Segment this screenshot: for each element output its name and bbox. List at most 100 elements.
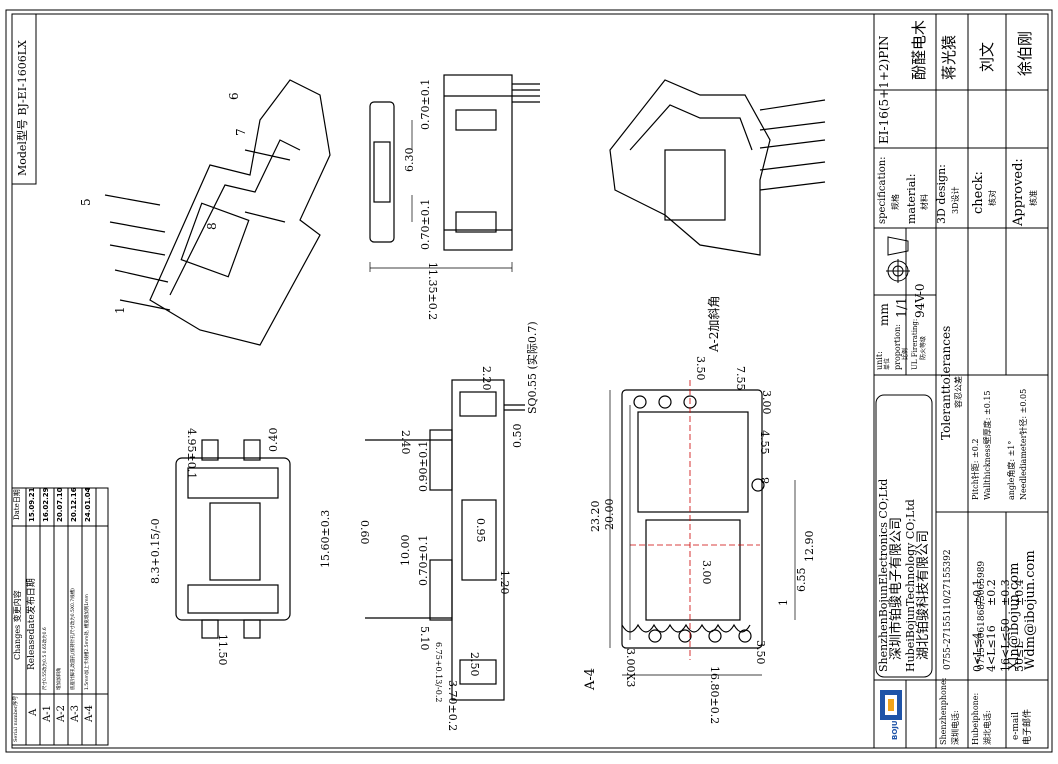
company-name-en: HubeiBojunTechnology CO;Ltd — [904, 499, 917, 672]
dimension-label: 11.50 — [216, 634, 229, 666]
design-label: 3D design: — [935, 164, 948, 224]
proportion-value: 1/1 — [895, 297, 910, 318]
change-row-text: Releasedate发布日期 — [27, 578, 37, 670]
dimension-label: 1.20 — [498, 570, 511, 595]
email-address: Xln@ibojun.com — [1007, 562, 1022, 670]
tolerance-value: ±0.2 — [985, 579, 998, 606]
change-row-serial: A-3 — [70, 705, 81, 722]
side-view-middle — [365, 379, 525, 701]
change-row-date: 20.07.10 — [56, 487, 64, 522]
dimension-label: 0.95 — [474, 518, 487, 543]
pin-number: 8 — [759, 477, 772, 484]
dimension-label: 0.70±0.1 — [417, 534, 430, 586]
proportion-label: proportion: — [893, 324, 902, 370]
dimension-label: 3.50 — [694, 356, 707, 381]
change-row-text: 尺寸0.55改为0.5 0.65改为0.6 — [43, 627, 48, 690]
tolerance-note: Pitch针距: ±0.2 — [971, 438, 980, 500]
dimension-label: 3.00X3 — [624, 648, 637, 688]
dimension-label: 11.35±0.2 — [426, 262, 439, 321]
pin-number: 6 — [227, 92, 241, 100]
dimension-label: 3.70±0.2 — [446, 680, 459, 732]
logo-text: BOJUN — [891, 714, 899, 740]
change-row-serial: A-2 — [56, 705, 67, 722]
dimension-label: 0.40 — [267, 427, 280, 453]
company-name-cn: 深圳市铂骏电子有限公司 — [889, 516, 904, 660]
dimension-label: 3.50 — [754, 640, 767, 665]
check-label: check: — [971, 171, 986, 214]
dimension-label: 0.70±0.1 — [419, 198, 432, 250]
change-row-text: 1.5mm加上卡线槽2.5mm处, 槽宽增加到1mm — [85, 594, 90, 690]
approved-label-cn: 核准 — [1029, 190, 1038, 206]
check-value: 刘文 — [978, 41, 996, 72]
proportion-label-cn: 比例 — [902, 347, 909, 360]
design-label-cn: 3D设计 — [951, 186, 960, 214]
approved-value: 徐伯刚 — [1016, 30, 1034, 76]
revision-mark: A-4 — [583, 667, 598, 690]
material-label: material: — [905, 173, 918, 224]
approved-label: Approved: — [1011, 158, 1026, 226]
model-label: Model型号 BJ-EI-1606LX — [16, 40, 29, 176]
tolerance-range: 4<L≤16 — [985, 625, 998, 672]
tolerance-title-cn: 容忍公差 — [954, 376, 963, 408]
tolerance-note: Needlediameter针径: ±0.05 — [1019, 388, 1028, 500]
email-label-cn: 电子邮件 — [1023, 708, 1033, 745]
dimension-label: 2.20 — [480, 366, 493, 391]
dimension-label: A-2加斜角 — [707, 295, 721, 352]
dimension-label: 7.55 — [734, 366, 747, 391]
design-value: 蒋光猿 — [940, 34, 958, 80]
side-view-top — [369, 74, 540, 251]
dimension-label: 0.90±0.1 — [417, 440, 430, 492]
spec-value: EI-16(5+1+2)PIN — [877, 35, 891, 144]
iso-view-right — [609, 79, 826, 256]
dimension-label: 15.60±0.3 — [319, 509, 332, 568]
unit-label-cn: 单位 — [884, 357, 891, 370]
pin-number: 1 — [113, 306, 127, 314]
dimension-label: 0.70±0.1 — [419, 78, 432, 130]
dimension-label: 2.50 — [468, 652, 481, 677]
check-label-cn: 核对 — [988, 190, 997, 206]
dimension-label: 3.00 — [700, 560, 713, 585]
change-row-text: 底座针脚孔改圆孔(保持针孔尺寸改为0.5X0.7线槽) — [71, 588, 76, 690]
change-row-date: 20.12.16 — [70, 487, 78, 522]
unit-value: mm — [877, 303, 891, 326]
pin-number: 8 — [205, 222, 219, 230]
pin-number: 1 — [777, 599, 790, 606]
dimension-label: 4.95±0.1 — [185, 428, 198, 480]
company-name-cn: 湖北铂骏科技有限公司 — [916, 529, 931, 660]
dimension-label: 4.55 — [758, 430, 771, 455]
pin-number: 5 — [79, 198, 93, 206]
material-label-cn: 材料 — [920, 194, 929, 210]
dimension-label: 8.3+0.15/-0 — [149, 518, 162, 584]
hubei-phone: 0715-3061868/3065989 — [977, 560, 987, 670]
company-name-en: ShenzhenBojunElectronics CO;Ltd — [877, 478, 890, 672]
shenzhen-phone-label: Shenzhenphone: — [939, 677, 948, 745]
fire-label: UL Firerating: — [911, 318, 919, 370]
tolerance-title: Toleranttolerances — [939, 325, 953, 440]
hubei-phone-label-cn: 湖北电话: — [983, 710, 992, 745]
bojun-logo — [880, 690, 902, 720]
dimension-label: SQ0.55 (实际0.7) — [526, 321, 539, 414]
fire-value: 94V-0 — [913, 283, 927, 318]
dimension-label: 10.00 — [399, 534, 412, 567]
tolerance-note: angle角度: ±1° — [1007, 440, 1016, 500]
change-row-date: 15.09.21 — [28, 487, 36, 522]
dimension-label: 6.55 — [795, 567, 808, 593]
dimension-label: 3.00 — [760, 390, 773, 415]
change-row-serial: A — [28, 708, 39, 716]
dimension-label: 6.75+0.13/-0.2 — [434, 642, 443, 703]
shenzhen-phone-label-cn: 深圳电话: — [951, 710, 960, 745]
bottom-view — [621, 389, 765, 649]
dimension-label: 0.60 — [358, 520, 371, 545]
dimension-label: 5.10 — [418, 626, 431, 651]
email-label: e-mail — [1011, 711, 1021, 740]
email-address: Wdm@ibojun.com — [1023, 550, 1038, 670]
change-row-date: 24.01.04 — [84, 487, 92, 522]
change-row-serial: A-1 — [42, 705, 53, 722]
dimension-label: 23.20 — [589, 500, 602, 533]
dimension-label: 2.40 — [399, 430, 412, 455]
shenzhen-phone: 0755-27155110/27155392 — [943, 549, 953, 670]
dimension-label: 0.50 — [511, 423, 524, 449]
dimension-label: 20.00 — [603, 498, 616, 531]
spec-label: specification: — [877, 156, 888, 224]
